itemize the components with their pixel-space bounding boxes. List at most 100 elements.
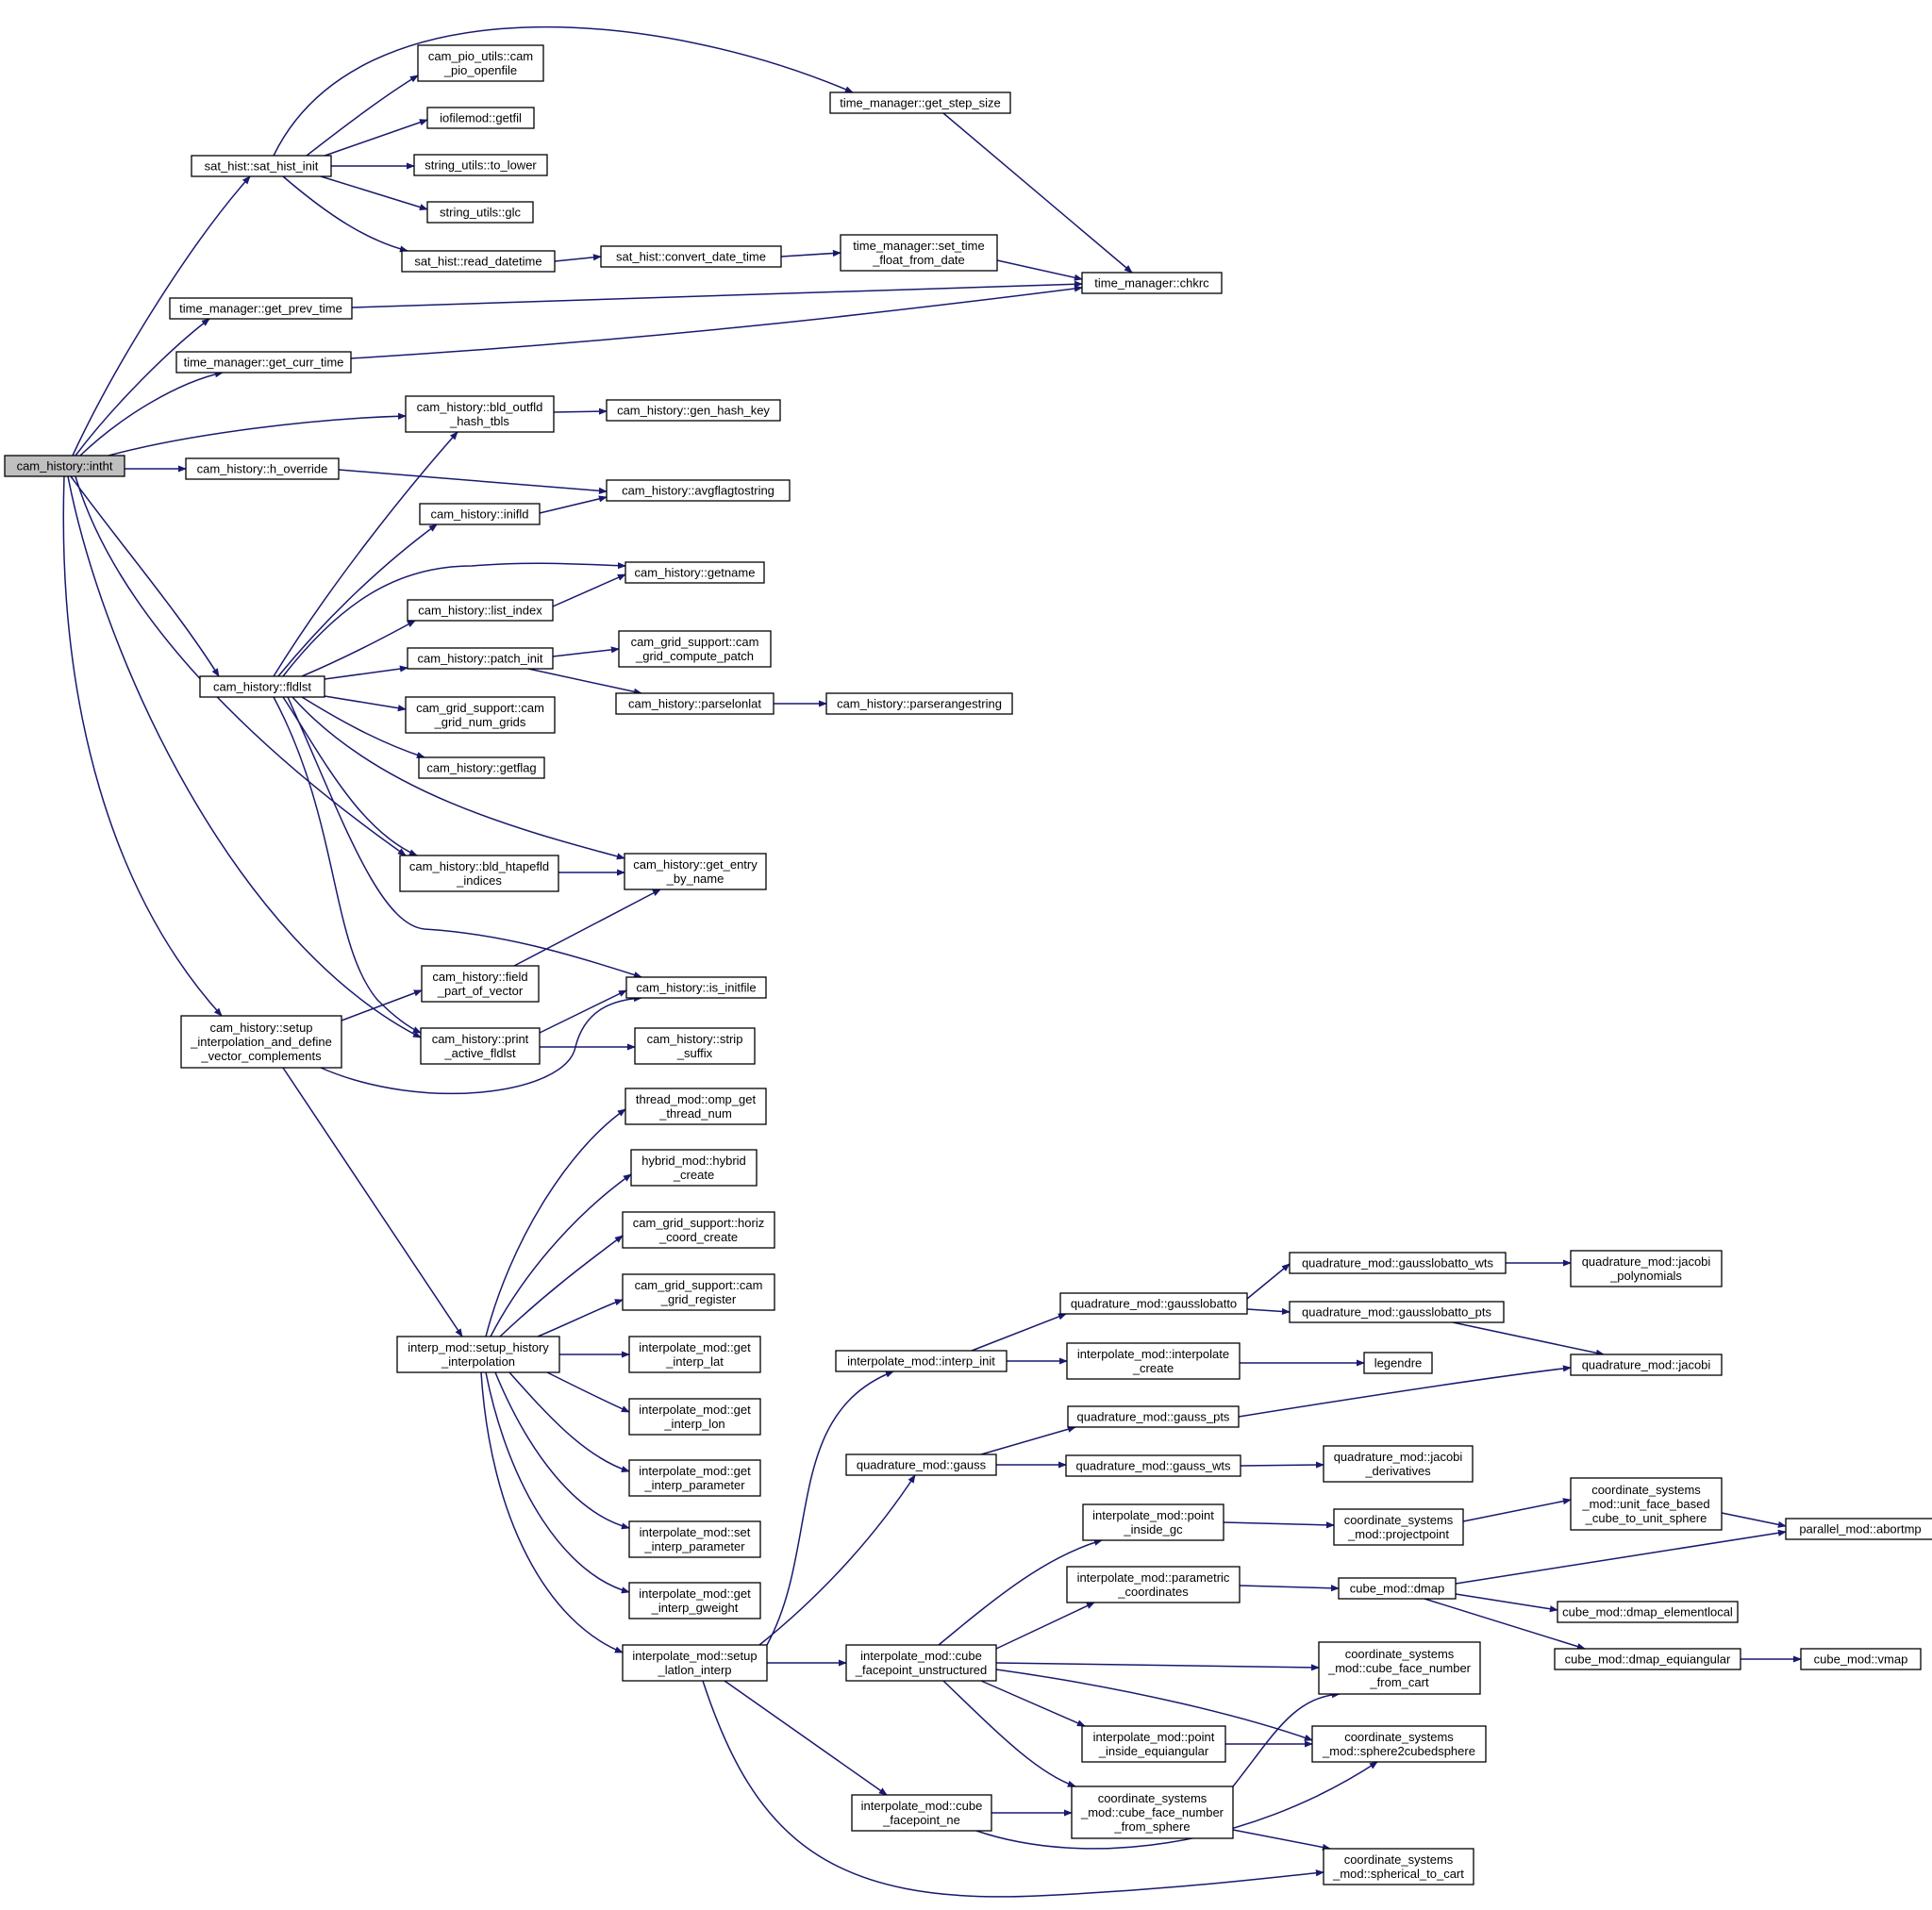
- node-getfil[interactable]: iofilemod::getfil: [426, 107, 535, 129]
- node-vmap[interactable]: cube_mod::vmap: [1800, 1648, 1922, 1670]
- node-label-line: _grid_compute_patch: [635, 649, 754, 663]
- node-interpolate-create[interactable]: interpolate_mod::interpolate_create: [1066, 1342, 1241, 1380]
- node-glc[interactable]: string_utils::glc: [426, 201, 534, 224]
- node-interp-init[interactable]: interpolate_mod::interp_init: [835, 1350, 1008, 1372]
- edge-gausslobatto-gausslobatto_wts: [1246, 1263, 1291, 1300]
- node-cam-pio-openfile[interactable]: cam_pio_utils::cam_pio_openfile: [417, 44, 544, 82]
- node-legendre[interactable]: legendre: [1363, 1352, 1433, 1374]
- node-label-line: _suffix: [676, 1046, 713, 1060]
- node-setup-history-interp[interactable]: interp_mod::setup_history_interpolation: [396, 1336, 560, 1373]
- node-bld-htapefld[interactable]: cam_history::bld_htapefld_indices: [399, 855, 559, 892]
- node-grid-compute-patch[interactable]: cam_grid_support::cam_grid_compute_patch: [618, 630, 772, 668]
- node-cube-face-num-cart[interactable]: coordinate_systems_mod::cube_face_number…: [1318, 1641, 1481, 1695]
- node-get-entry[interactable]: cam_history::get_entry_by_name: [624, 853, 767, 890]
- node-sat-hist-init[interactable]: sat_hist::sat_hist_init: [191, 155, 332, 177]
- node-box: [615, 692, 774, 715]
- node-setup-interp[interactable]: cam_history::setup_interpolation_and_def…: [180, 1015, 342, 1069]
- node-field-part[interactable]: cam_history::field_part_of_vector: [421, 965, 540, 1003]
- node-get-interp-gweight[interactable]: interpolate_mod::get_interp_gweight: [628, 1582, 761, 1619]
- node-cube-fp-unstruct[interactable]: interpolate_mod::cube_facepoint_unstruct…: [845, 1644, 997, 1682]
- node-label-line: _coord_create: [658, 1230, 738, 1244]
- node-read-datetime[interactable]: sat_hist::read_datetime: [401, 250, 556, 273]
- node-box: [421, 965, 540, 1003]
- node-sphere2cubed[interactable]: coordinate_systems_mod::sphere2cubedsphe…: [1311, 1725, 1487, 1763]
- node-list-index[interactable]: cam_history::list_index: [407, 599, 554, 622]
- call-edge-get_curr_time-to-chkrc: [350, 285, 1083, 359]
- node-avgflagtostring[interactable]: cam_history::avgflagtostring: [606, 479, 791, 502]
- node-label-line: _vector_complements: [200, 1049, 322, 1063]
- node-point-inside-gc[interactable]: interpolate_mod::point_inside_gc: [1082, 1503, 1224, 1541]
- node-fldlst[interactable]: cam_history::fldlst: [199, 675, 325, 698]
- node-dmap-equiangular[interactable]: cube_mod::dmap_equiangular: [1554, 1648, 1741, 1670]
- node-gausslobatto-wts[interactable]: quadrature_mod::gausslobatto_wts: [1289, 1252, 1507, 1274]
- node-dmap[interactable]: cube_mod::dmap: [1338, 1577, 1457, 1600]
- node-projectpoint[interactable]: coordinate_systems_mod::projectpoint: [1333, 1508, 1464, 1546]
- node-gauss-wts[interactable]: quadrature_mod::gauss_wts: [1065, 1454, 1241, 1477]
- node-hybrid-create[interactable]: hybrid_mod::hybrid_create: [630, 1149, 758, 1187]
- node-get-prev-time[interactable]: time_manager::get_prev_time: [169, 297, 353, 320]
- node-omp-get[interactable]: thread_mod::omp_get_thread_num: [625, 1088, 767, 1125]
- node-box: [622, 1644, 768, 1682]
- node-label-line: cam_history::get_entry: [633, 857, 758, 872]
- node-is-initfile[interactable]: cam_history::is_initfile: [625, 976, 767, 999]
- node-point-inside-equi[interactable]: interpolate_mod::point_inside_equiangula…: [1081, 1725, 1226, 1763]
- node-label-line: coordinate_systems: [1591, 1483, 1701, 1497]
- node-gauss[interactable]: quadrature_mod::gauss: [845, 1453, 997, 1476]
- call-edge-sat_hist_init-to-cam_pio_openfile: [306, 75, 419, 157]
- node-horiz-coord[interactable]: cam_grid_support::horiz_coord_create: [622, 1211, 775, 1249]
- node-get-step-size[interactable]: time_manager::get_step_size: [829, 91, 1011, 114]
- node-get-interp-lon[interactable]: interpolate_mod::get_interp_lon: [628, 1398, 761, 1436]
- node-gausslobatto[interactable]: quadrature_mod::gausslobatto: [1059, 1292, 1248, 1315]
- node-box: [628, 1398, 761, 1436]
- node-unit-face[interactable]: coordinate_systems_mod::unit_face_based_…: [1570, 1477, 1723, 1531]
- node-getflag[interactable]: cam_history::getflag: [418, 756, 545, 779]
- node-parselonlat[interactable]: cam_history::parselonlat: [615, 692, 774, 715]
- edge-fldlst-bld_outfld_hash: [273, 431, 458, 677]
- edge-cube_fp_ne-sphere2cubed: [975, 1761, 1378, 1850]
- node-gauss-pts[interactable]: quadrature_mod::gauss_pts: [1067, 1405, 1240, 1428]
- node-set-time-float[interactable]: time_manager::set_time_float_from_date: [840, 234, 998, 272]
- node-get-interp-lat[interactable]: interpolate_mod::get_interp_lat: [628, 1336, 761, 1373]
- node-label-line: _by_name: [666, 872, 724, 886]
- node-getname[interactable]: cam_history::getname: [625, 561, 765, 584]
- node-strip-suffix[interactable]: cam_history::strip_suffix: [634, 1027, 756, 1065]
- node-label-line: cam_history::getflag: [426, 761, 536, 775]
- node-get-interp-param[interactable]: interpolate_mod::get_interp_parameter: [628, 1459, 761, 1497]
- node-to-lower[interactable]: string_utils::to_lower: [413, 154, 548, 176]
- node-get-curr-time[interactable]: time_manager::get_curr_time: [175, 351, 352, 374]
- node-gen-hash-key[interactable]: cam_history::gen_hash_key: [606, 399, 781, 422]
- node-spherical-to-cart[interactable]: coordinate_systems_mod::spherical_to_car…: [1323, 1848, 1474, 1885]
- node-setup-latlon[interactable]: interpolate_mod::setup_latlon_interp: [622, 1644, 768, 1682]
- node-parametric-coords[interactable]: interpolate_mod::parametric_coordinates: [1066, 1566, 1241, 1603]
- node-inifld[interactable]: cam_history::inifld: [419, 503, 541, 525]
- node-jacobi[interactable]: quadrature_mod::jacobi: [1570, 1354, 1723, 1376]
- node-box: [185, 457, 340, 480]
- node-box: [419, 503, 541, 525]
- node-patch-init[interactable]: cam_history::patch_init: [407, 647, 554, 670]
- node-convert-date-time[interactable]: sat_hist::convert_date_time: [600, 245, 782, 268]
- node-label-line: string_utils::to_lower: [425, 158, 537, 173]
- node-parserangestring[interactable]: cam_history::parserangestring: [825, 692, 1013, 715]
- call-edge-setup_history_interp-to-get_interp_lon: [546, 1371, 630, 1413]
- node-abortmp[interactable]: parallel_mod::abortmp: [1785, 1518, 1932, 1540]
- node-cube-face-num-sphere[interactable]: coordinate_systems_mod::cube_face_number…: [1071, 1785, 1234, 1839]
- node-h-override[interactable]: cam_history::h_override: [185, 457, 340, 480]
- node-gausslobatto-pts[interactable]: quadrature_mod::gausslobatto_pts: [1289, 1301, 1505, 1323]
- node-grid-register[interactable]: cam_grid_support::cam_grid_register: [622, 1273, 775, 1311]
- node-set-interp-param[interactable]: interpolate_mod::set_interp_parameter: [628, 1520, 761, 1558]
- node-label-line: _interp_parameter: [643, 1539, 745, 1553]
- node-label-line: _mod::spherical_to_cart: [1332, 1867, 1464, 1881]
- node-box: [630, 1149, 758, 1187]
- node-bld-outfld-hash[interactable]: cam_history::bld_outfld_hash_tbls: [405, 395, 555, 433]
- node-dmap-elementlocal[interactable]: cube_mod::dmap_elementlocal: [1557, 1601, 1739, 1623]
- node-jacobi-poly[interactable]: quadrature_mod::jacobi_polynomials: [1570, 1250, 1723, 1287]
- edge-sat_hist_init-glc: [320, 175, 428, 211]
- node-jacobi-derivs[interactable]: quadrature_mod::jacobi_derivatives: [1323, 1445, 1474, 1483]
- node-print-active[interactable]: cam_history::print_active_fldlst: [420, 1027, 541, 1065]
- node-grid-num-grids[interactable]: cam_grid_support::cam_grid_num_grids: [405, 696, 556, 734]
- node-cube-fp-ne[interactable]: interpolate_mod::cube_facepoint_ne: [851, 1794, 992, 1832]
- node-chkrc[interactable]: time_manager::chkrc: [1081, 272, 1223, 294]
- edge-cube_fp_unstruct-cube_face_num_sphere: [942, 1680, 1076, 1787]
- node-label-line: cam_history::parserangestring: [837, 697, 1002, 711]
- node-intht[interactable]: cam_history::intht: [4, 455, 125, 477]
